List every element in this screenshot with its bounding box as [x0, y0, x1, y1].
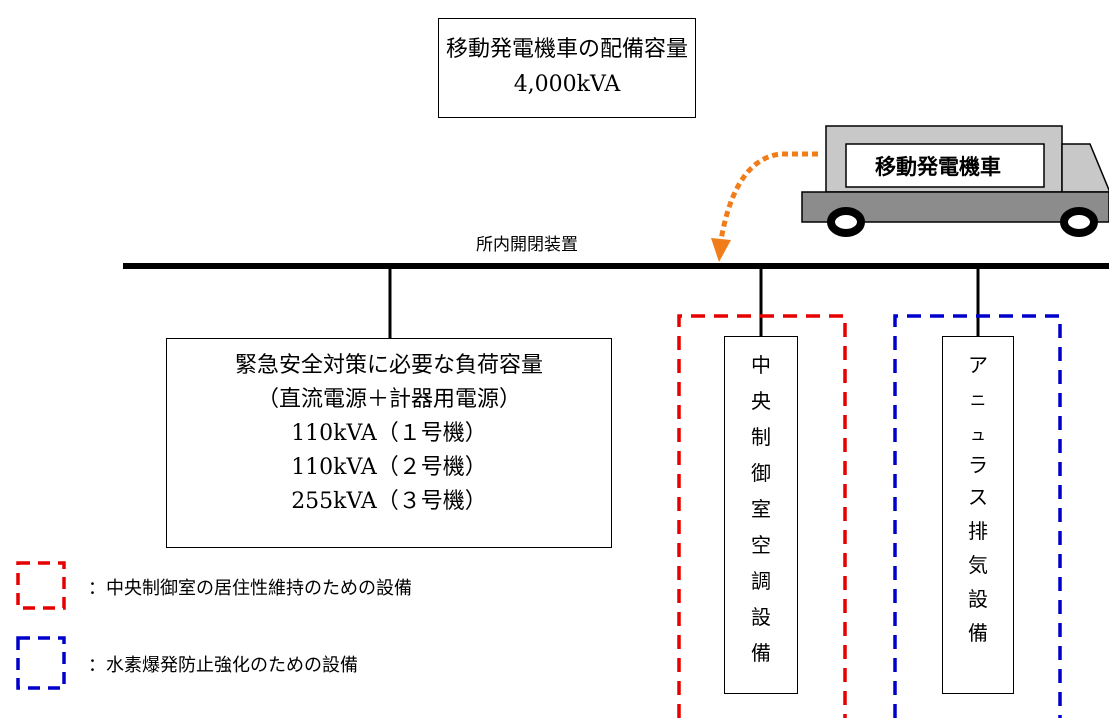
legend-red-text: ：中央制御室の居住性維持のための設備	[88, 578, 412, 599]
load-subtitle: （直流電源＋計器用電源）	[256, 387, 521, 412]
load-title: 緊急安全対策に必要な負荷容量	[234, 353, 543, 378]
hvac-char: 調	[751, 569, 771, 593]
load-unit3: 255kVA（３号機）	[291, 489, 487, 514]
legend-blue-swatch	[16, 636, 66, 690]
load-unit2: 110kVA（２号機）	[291, 455, 487, 480]
annulus-char: 排	[968, 519, 988, 543]
legend-red-swatch	[16, 561, 66, 610]
hvac-char: 空	[751, 533, 771, 557]
power-feed-arrow	[711, 151, 818, 262]
bus-label: 所内開閉装置	[476, 235, 578, 255]
annulus-char: ュ	[969, 425, 986, 444]
truck-label-box	[845, 143, 1045, 188]
truck-wheel-front	[1060, 207, 1098, 237]
generator-capacity-box: 移動発電機車の配備容量 4,000kVA	[438, 18, 696, 118]
truck-chassis	[801, 191, 1109, 223]
emergency-load-box: 緊急安全対策に必要な負荷容量 （直流電源＋計器用電源） 110kVA（１号機） …	[166, 338, 612, 548]
truck-wheel-rear	[827, 207, 865, 237]
hvac-char: 室	[751, 497, 771, 521]
annulus-char: 気	[968, 553, 988, 577]
hvac-char: 備	[751, 641, 771, 665]
annulus-char: ニ	[969, 391, 986, 410]
hvac-char: 央	[751, 389, 771, 413]
capacity-title: 移動発電機車の配備容量	[445, 37, 688, 62]
truck-label: 移動発電機車	[875, 155, 1001, 179]
hvac-dashed-frame	[677, 314, 847, 718]
hvac-char: 制	[751, 425, 771, 449]
annulus-char: ア	[968, 353, 988, 377]
truck-cab	[1061, 143, 1109, 193]
hvac-char: 御	[751, 461, 771, 485]
control-room-hvac-box: 中 央 制 御 室 空 調 設 備	[724, 336, 798, 694]
hvac-char: 設	[751, 605, 771, 629]
annulus-dashed-frame	[893, 314, 1062, 718]
annulus-char: ラ	[968, 453, 988, 477]
load-unit1: 110kVA（１号機）	[291, 421, 487, 446]
annulus-exhaust-box: ア ニ ュ ラ ス 排 気 設 備	[942, 336, 1014, 694]
capacity-value: 4,000kVA	[513, 72, 621, 97]
annulus-char: ス	[968, 485, 988, 509]
annulus-char: 備	[968, 621, 988, 645]
annulus-char: 設	[968, 587, 988, 611]
mobile-generator-truck	[801, 125, 1109, 237]
hvac-char: 中	[751, 353, 771, 377]
legend-blue-text: ：水素爆発防止強化のための設備	[88, 655, 358, 676]
